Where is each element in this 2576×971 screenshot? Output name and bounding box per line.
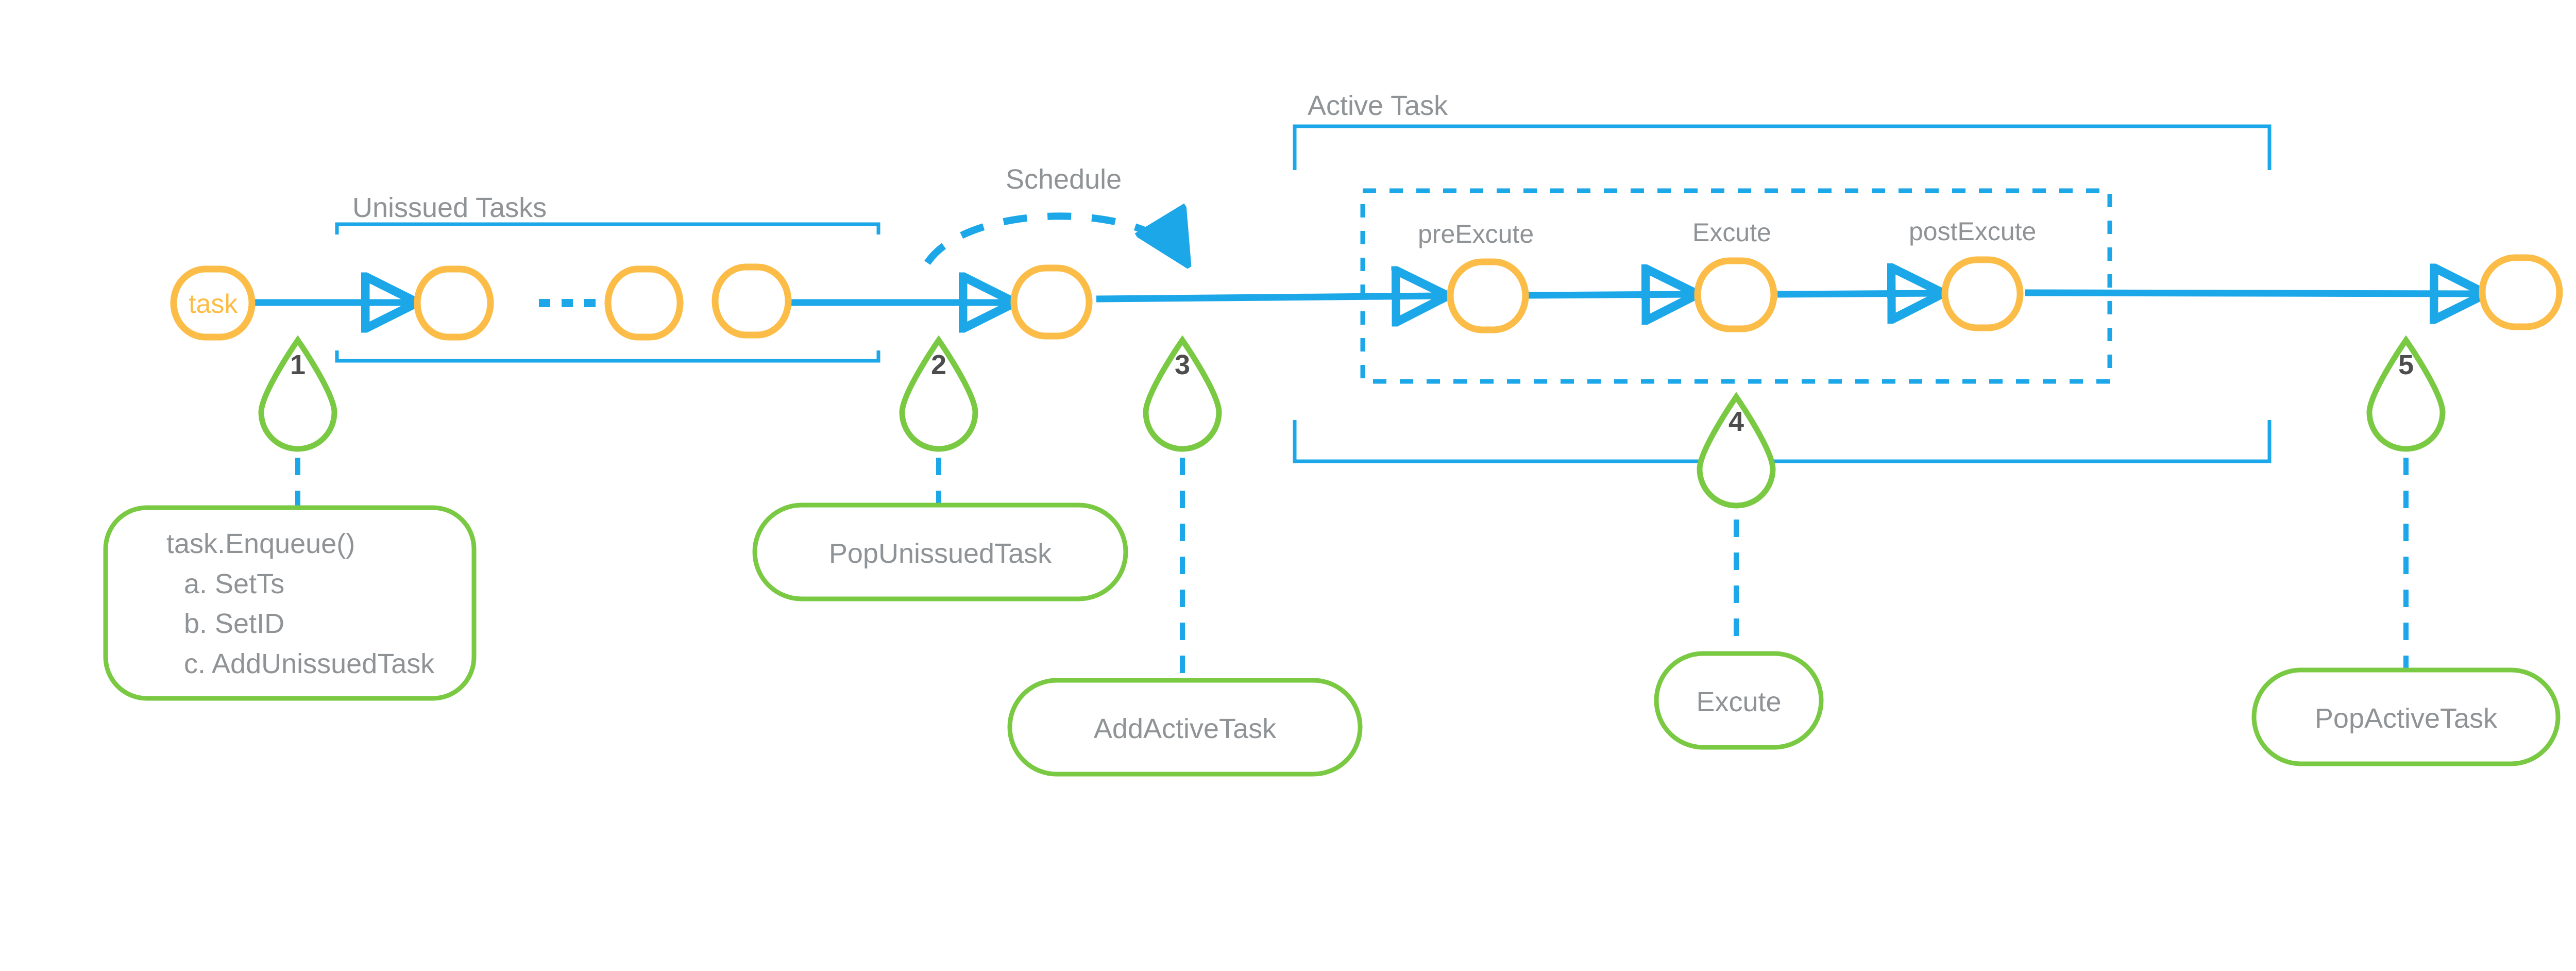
flow-post-to-done [2024,293,2481,294]
step-marker-label-4: 4 [1728,406,1744,437]
node-pre[interactable] [1447,258,1529,333]
callout-text-3: AddActiveTask [1093,713,1277,744]
callout-box-1[interactable] [103,505,477,701]
callout-1-line-3: b. SetID [184,608,285,639]
marker-5-teardrop[interactable] [2366,335,2446,452]
step-marker-label-1: 1 [290,349,306,380]
stage-label-pre-excute: preExcute [1418,220,1534,248]
stage-label-post-excute: postExcute [1909,217,2037,246]
step-marker-label-5: 5 [2398,349,2414,380]
node-scheduled[interactable] [1010,264,1093,340]
group-label-unissued-tasks: Unissued Tasks [352,192,547,223]
marker-4-teardrop[interactable] [1697,392,1776,509]
marker-2-teardrop[interactable] [899,335,978,452]
unissued-tasks-bracket [335,222,880,363]
callout-1-line-2: a. SetTs [184,568,285,599]
marker-1-teardrop[interactable] [258,335,337,452]
group-label-active-task: Active Task [1308,90,1448,121]
node-post[interactable] [1941,256,2024,331]
node-ellipses [170,254,2563,341]
callout-text-5: PopActiveTask [2314,703,2498,734]
callout-box-5[interactable] [2251,667,2561,766]
active-bracket-top [1293,124,2272,170]
marker-3-teardrop[interactable] [1143,335,1222,452]
flow-sched-to-pre [1096,296,1443,299]
node-exec[interactable] [1694,257,1777,332]
group-label-schedule: Schedule [1006,164,1122,195]
callout-box-2[interactable] [752,503,1128,601]
callout-box-3[interactable] [1007,678,1363,777]
node-queue-2[interactable] [604,265,684,341]
execution-phase-dashed-box [1360,188,2112,384]
step-marker-label-3: 3 [1174,349,1191,380]
node-queue-3[interactable] [711,263,792,339]
flow-pre-to-exec [1527,294,1692,295]
callout-1-line-4: c. AddUnissuedTask [184,648,435,679]
callout-boxes [103,503,2561,777]
callout-text-4: Excute [1696,687,1782,717]
callout-leaders [295,392,2409,680]
schedule-arc-icon [924,216,1185,263]
callout-1-line-1: task.Enqueue() [166,528,355,559]
node-task[interactable] [170,265,256,341]
active-task-bracket [1293,124,2272,463]
callout-text-1: task.Enqueue() a. SetTs b. SetID c. AddU… [106,527,474,681]
node-queue-1[interactable] [414,265,494,341]
node-label-task: task [189,289,238,319]
step-markers [258,335,2446,509]
callout-text-2: PopUnissuedTask [828,538,1052,569]
flow-connectors [251,293,2481,303]
flow-exec-to-post [1777,293,1938,294]
step-marker-label-2: 2 [930,349,947,380]
unissued-bracket-top [335,222,880,235]
queue-ellipsis-icon [539,299,596,307]
node-done[interactable] [2479,254,2563,330]
unissued-bracket-bottom [335,350,880,363]
stage-label-excute: Excute [1692,218,1771,247]
callout-box-4[interactable] [1654,651,1824,750]
active-bracket-bottom [1293,420,2272,463]
